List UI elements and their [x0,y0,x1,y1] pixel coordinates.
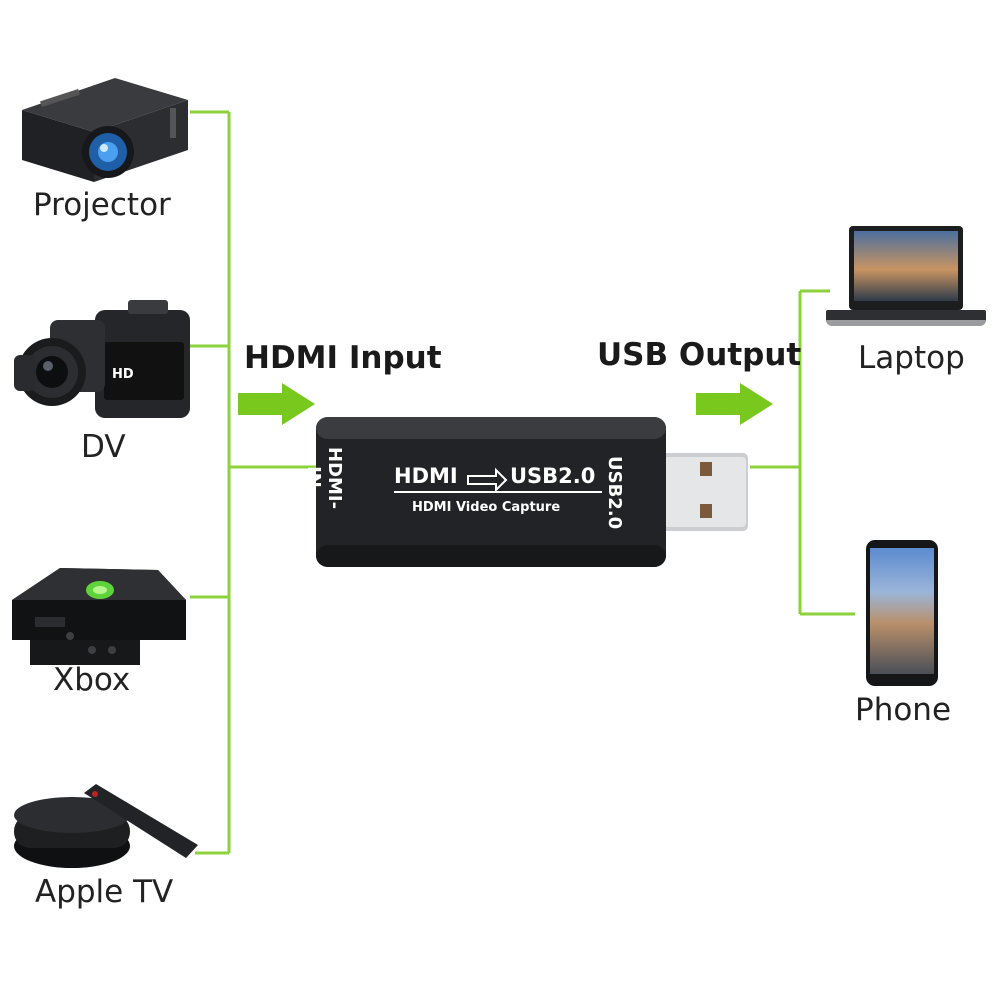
capture-side-label-right: USB2.0 [604,456,625,530]
xbox-console-icon [12,568,186,665]
output-connector-lines [750,289,855,616]
phone-icon [866,540,938,686]
capture-main-left: HDMI [394,464,458,488]
laptop-icon [826,226,986,330]
capture-side-label-left: HDMI-IN [303,447,345,510]
svg-text:HD: HD [112,367,134,382]
input-arrow-icon [238,383,315,425]
projector-icon [22,78,188,182]
apple-tv-icon [14,784,198,868]
device-label-projector: Projector [33,187,171,223]
input-connector-lines [190,110,316,855]
hdmi-input-heading: HDMI Input [244,340,442,376]
device-label-phone: Phone [855,692,952,728]
capture-main-right: USB2.0 [510,464,596,488]
device-label-laptop: Laptop [858,340,965,376]
device-label-apple-tv: Apple TV [35,874,174,910]
output-arrow-icon [696,383,773,425]
camcorder-icon: HD [14,300,190,418]
device-label-dv: DV [81,429,126,465]
device-label-xbox: Xbox [53,662,131,698]
capture-device-icon [316,417,748,567]
capture-sub-label: HDMI Video Capture [412,500,561,515]
usb-output-heading: USB Output [597,337,802,373]
